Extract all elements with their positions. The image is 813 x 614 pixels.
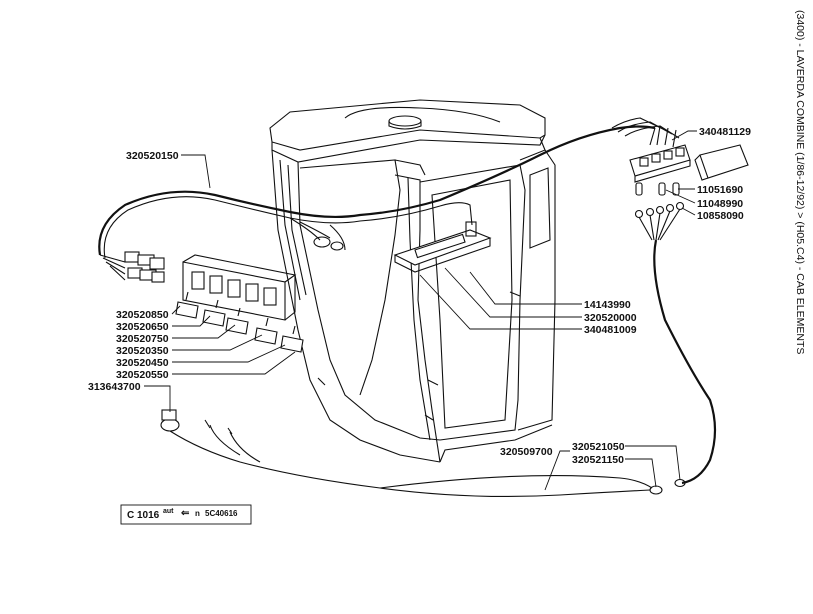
label-320520450: 320520450 — [116, 357, 169, 369]
figure-serial: 5C40616 — [205, 509, 238, 518]
label-11051690: 11051690 — [697, 184, 743, 196]
roof-console — [393, 229, 492, 273]
label-340481129: 340481129 — [699, 126, 751, 138]
label-313643700: 313643700 — [88, 381, 141, 393]
label-320509700: 320509700 — [500, 446, 553, 458]
terminals — [634, 182, 717, 488]
connector-block-right — [629, 144, 749, 183]
main-harness — [98, 117, 680, 259]
label-320521050: 320521050 — [572, 441, 625, 453]
figure-n: n — [195, 509, 200, 518]
vertical-page-title: (3400) - LAVERDA COMBINE (1/86-12/92) > … — [794, 10, 806, 354]
label-320520350: 320520350 — [116, 345, 169, 357]
label-340481009: 340481009 — [584, 324, 637, 336]
figure-reference: C 1016 aut ⇐ n 5C40616 — [120, 504, 252, 525]
label-320520000: 320520000 — [584, 312, 637, 324]
label-320520750: 320520750 — [116, 333, 169, 345]
label-320520650: 320520650 — [116, 321, 169, 333]
switch-connectors — [175, 291, 304, 353]
harness-left-connectors — [99, 251, 165, 283]
label-320520550: 320520550 — [116, 369, 169, 381]
label-320520850: 320520850 — [116, 309, 169, 321]
figure-code: C 1016 — [127, 510, 160, 521]
label-320520150: 320520150 — [126, 150, 179, 162]
label-320521150: 320521150 — [572, 454, 624, 466]
label-14143990: 14143990 — [584, 299, 631, 311]
lower-harness — [160, 409, 663, 498]
leader-lines — [144, 130, 697, 491]
switch-panel — [182, 254, 297, 321]
figure-arrow-icon: ⇐ — [181, 508, 190, 519]
label-11048990: 11048990 — [697, 198, 743, 210]
label-10858090: 10858090 — [697, 210, 744, 222]
part-labels: 320520150 340481129 11051690 11048990 10… — [88, 126, 751, 466]
figure-aut: aut — [163, 508, 174, 515]
cab-body — [269, 99, 556, 463]
